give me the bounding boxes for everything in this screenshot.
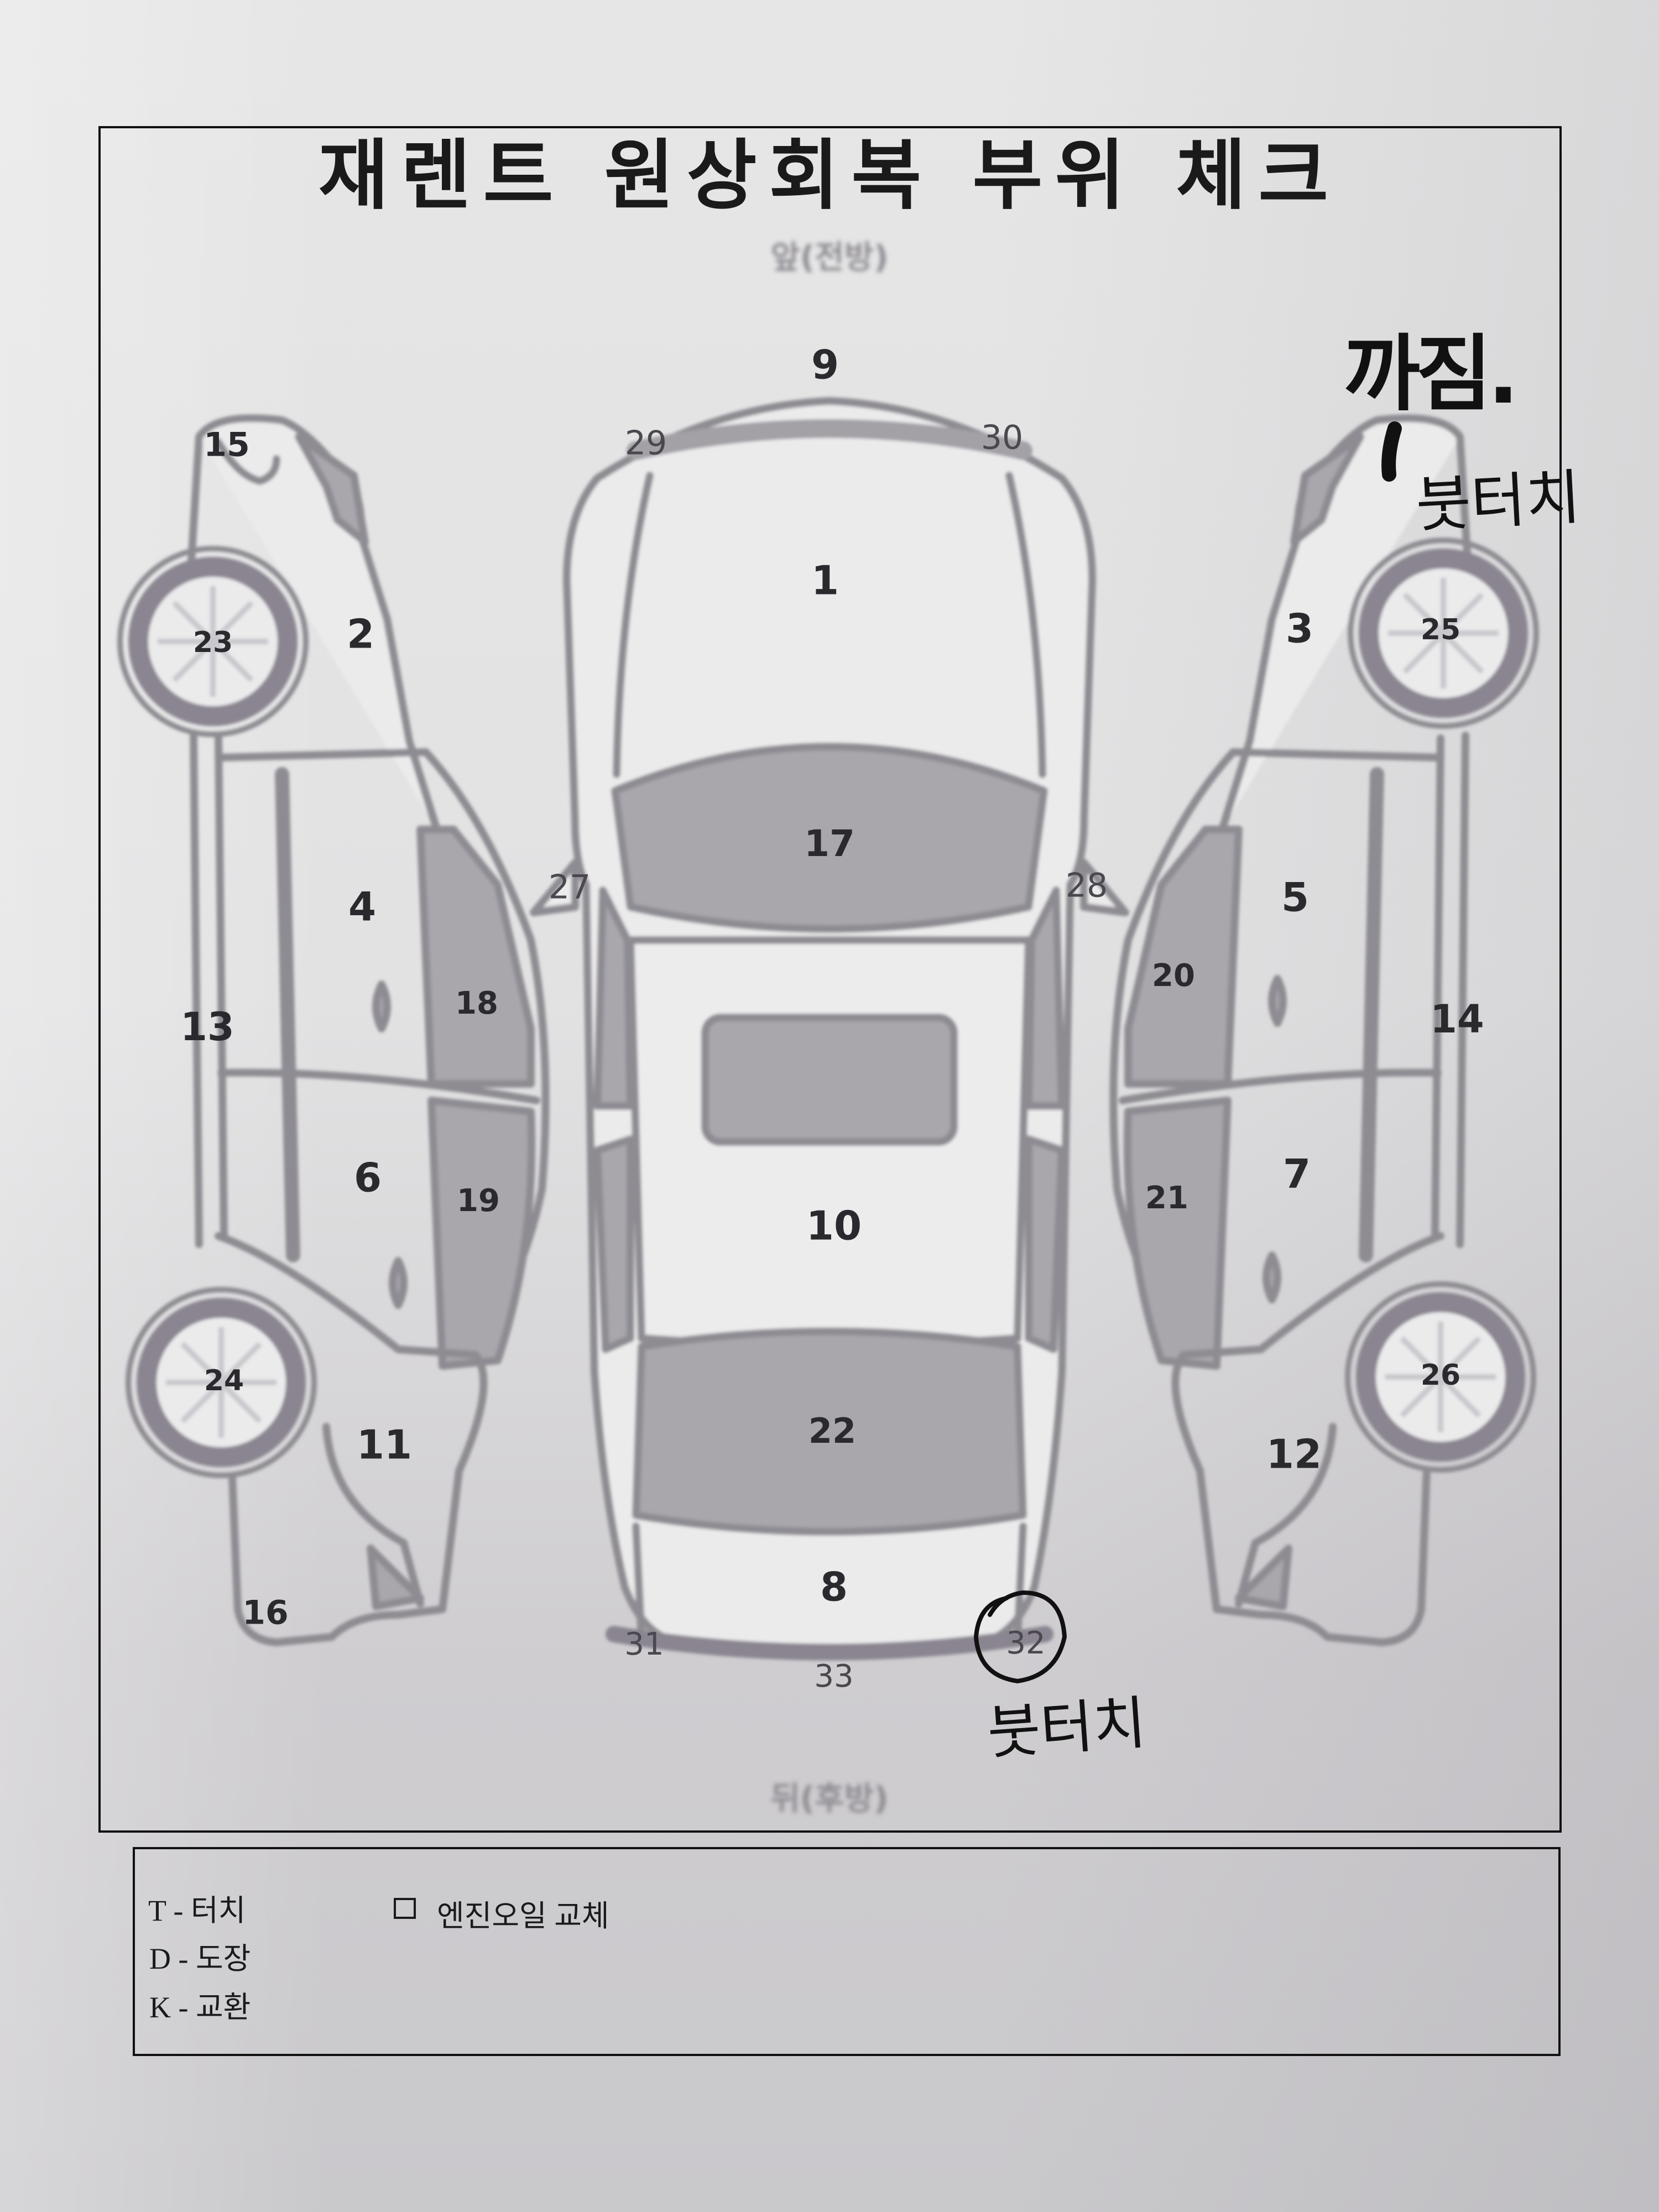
part-28[interactable]: 28 <box>1066 867 1108 905</box>
part-29[interactable]: 29 <box>625 424 667 463</box>
part-20[interactable]: 20 <box>1152 958 1195 994</box>
diagram-frame <box>98 126 1562 1833</box>
part-16[interactable]: 16 <box>242 1594 289 1632</box>
part-9[interactable]: 9 <box>811 342 839 388</box>
part-21[interactable]: 21 <box>1145 1180 1188 1216</box>
part-7[interactable]: 7 <box>1283 1151 1311 1197</box>
engine-oil-checkbox[interactable] <box>394 1898 416 1919</box>
handwritten-note-brush-touch-rear: 붓터치 <box>985 1689 1149 1767</box>
part-10[interactable]: 10 <box>806 1203 862 1249</box>
handwritten-note-brush-touch-top: 붓터치 <box>1414 463 1583 541</box>
wheel-spokes <box>158 578 1499 1438</box>
part-15[interactable]: 15 <box>204 426 250 465</box>
legend-item-paint: D - 도장 <box>149 1942 251 1975</box>
part-19[interactable]: 19 <box>457 1183 500 1219</box>
legend-item-replace: K - 교환 <box>149 1991 251 2024</box>
handwritten-marks <box>973 421 1402 1684</box>
part-27[interactable]: 27 <box>549 868 591 907</box>
part-6[interactable]: 6 <box>354 1155 382 1201</box>
part-11[interactable]: 11 <box>357 1422 412 1468</box>
legend-item-touch: T - 터치 <box>148 1894 246 1927</box>
front-direction-label: 앞(전방) <box>770 238 889 276</box>
part-3[interactable]: 3 <box>1286 606 1313 652</box>
part-30[interactable]: 30 <box>981 419 1023 457</box>
part-25[interactable]: 25 <box>1421 613 1460 646</box>
part-12[interactable]: 12 <box>1266 1431 1322 1478</box>
part-number-labels: 9 29 30 1 17 27 28 10 22 8 31 32 33 15 2… <box>180 342 1484 1695</box>
legend-box <box>133 1847 1561 2056</box>
part-24[interactable]: 24 <box>204 1364 244 1397</box>
top-view-car <box>530 397 1129 1661</box>
part-14[interactable]: 14 <box>1430 997 1484 1042</box>
part-5[interactable]: 5 <box>1281 874 1309 921</box>
handwritten-note-scratch: 까짐. <box>1344 326 1519 422</box>
part-1[interactable]: 1 <box>811 557 839 604</box>
rear-direction-label: 뒤(후방) <box>770 1780 889 1817</box>
engine-oil-label: 엔진오일 교체 <box>437 1900 609 1933</box>
part-4[interactable]: 4 <box>348 884 376 930</box>
part-32[interactable]: 32 <box>1006 1625 1045 1661</box>
part-2[interactable]: 2 <box>347 611 374 658</box>
part-8[interactable]: 8 <box>820 1564 848 1610</box>
pointer-stroke <box>1381 421 1402 482</box>
part-23[interactable]: 23 <box>193 626 233 659</box>
part-13[interactable]: 13 <box>180 1004 234 1050</box>
part-33[interactable]: 33 <box>814 1658 853 1694</box>
circle-mark-part-32 <box>973 1590 1067 1684</box>
part-26[interactable]: 26 <box>1421 1359 1460 1392</box>
part-18[interactable]: 18 <box>455 985 498 1021</box>
part-22[interactable]: 22 <box>808 1411 856 1451</box>
part-31[interactable]: 31 <box>624 1626 664 1662</box>
part-17[interactable]: 17 <box>804 822 855 865</box>
page-title: 재렌트 원상회복 부위 체크 <box>318 131 1341 220</box>
